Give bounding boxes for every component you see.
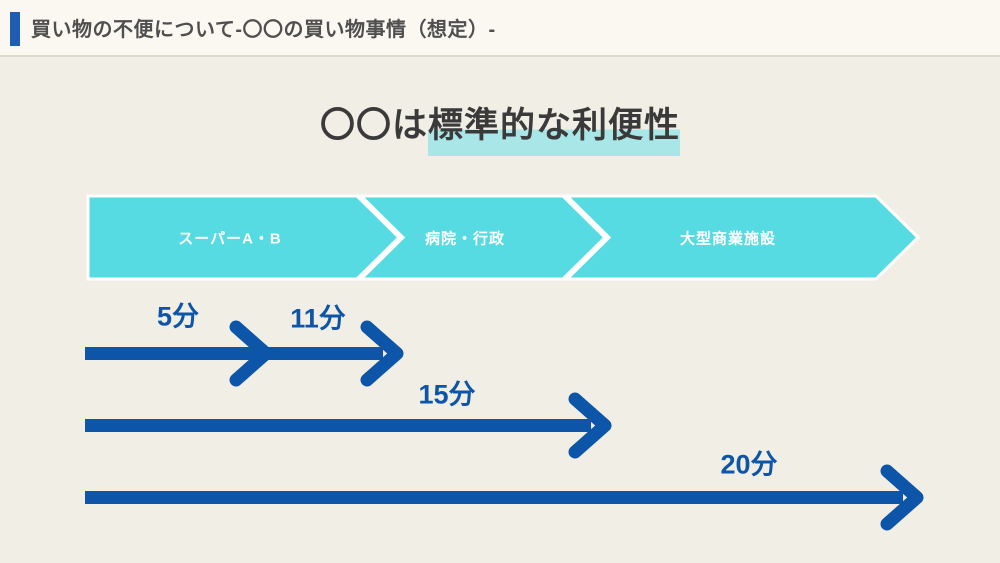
arrowhead-15min: [568, 392, 612, 459]
arrowhead-5min: [229, 320, 273, 387]
header-accent-bar: [10, 12, 20, 46]
header-title: 買い物の不便について-〇〇の買い物事情（想定）-: [31, 19, 496, 41]
main-title-highlighted: 標準的な利便性: [428, 97, 681, 156]
slide-header: 買い物の不便について-〇〇の買い物事情（想定）-: [0, 0, 1000, 57]
chevron-segment-hospital: [357, 194, 608, 281]
banner-label-supermarket: スーパーA・B: [178, 230, 282, 248]
main-title-plain: 〇〇は: [319, 106, 428, 145]
time-label-20min: 20分: [720, 449, 778, 480]
arrowhead-20min: [880, 464, 924, 531]
arrowhead-11min: [360, 320, 404, 387]
time-label-15min: 15分: [418, 379, 476, 410]
chevron-segment-mall: [563, 194, 921, 281]
banner-label-mall: 大型商業施設: [679, 230, 777, 248]
chevron-segment-supermarket: [86, 194, 402, 281]
time-label-5min: 5分: [156, 301, 200, 332]
time-label-11min: 11分: [290, 303, 346, 334]
main-title: 〇〇は標準的な利便性: [0, 97, 1000, 156]
banner-label-hospital: 病院・行政: [424, 230, 506, 248]
